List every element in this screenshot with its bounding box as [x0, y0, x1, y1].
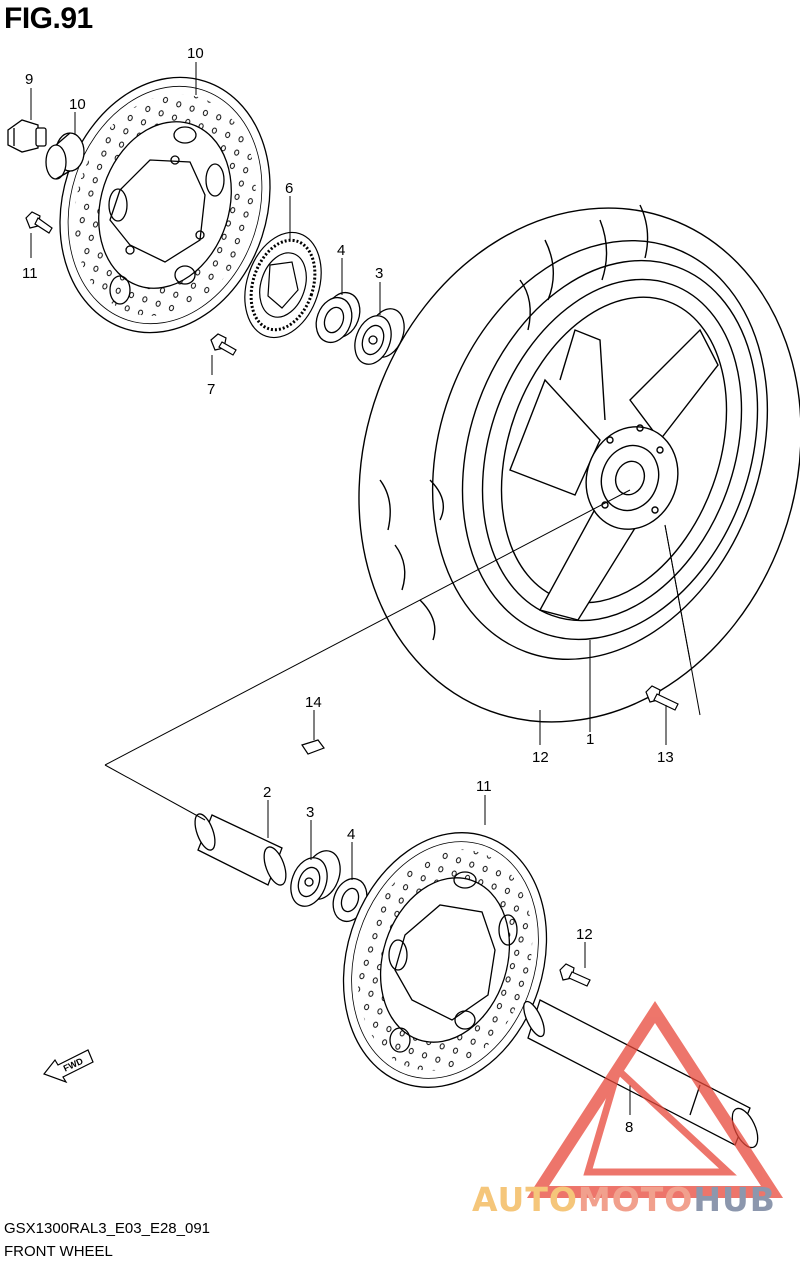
watermark-hub: HUB [693, 1180, 776, 1219]
watermark-logo [526, 1000, 784, 1198]
figure-code: GSX1300RAL3_E03_E28_091 [4, 1220, 211, 1237]
callout-label: 4 [337, 242, 345, 259]
watermark-wordmark: AUTOMOTOHUB [472, 1180, 776, 1219]
callout-label: 3 [306, 804, 314, 821]
axle-7 [523, 999, 759, 1149]
spacer-2 [194, 813, 287, 886]
balancer-14 [301, 739, 325, 755]
callout-label: 1 [586, 731, 594, 748]
oil-seal-4-lower [332, 877, 368, 923]
callout-label: 6 [285, 180, 293, 197]
valve-13 [645, 685, 679, 711]
callout-label: 2 [263, 784, 271, 801]
callout-label: 12 [532, 749, 549, 766]
watermark-auto: AUTO [472, 1180, 578, 1219]
sensor-ring-bolt-6 [210, 333, 237, 356]
callout-label: 11 [476, 778, 492, 795]
axle-bolt-8 [7, 119, 47, 153]
callout-label: 10 [69, 96, 86, 113]
callout-label: 12 [576, 926, 593, 943]
callout-label: 13 [657, 749, 674, 766]
bearing-3-upper [354, 308, 405, 365]
cap-9 [45, 132, 85, 180]
callout-label: 3 [375, 265, 383, 282]
callout-label: 7 [207, 381, 215, 398]
callout-numbers: 9 10 10 6 4 3 11 7 1 12 13 14 2 3 4 11 1… [22, 45, 674, 1136]
callout-label: 14 [305, 694, 322, 711]
callout-label: 9 [25, 71, 33, 88]
abs-sensor-ring-5 [244, 231, 322, 339]
fwd-arrow-icon: FWD [43, 1049, 94, 1084]
callout-label: 10 [187, 45, 204, 62]
callout-label: 8 [625, 1119, 633, 1136]
figure-caption: FRONT WHEEL [4, 1243, 113, 1260]
bearing-3-lower [290, 850, 341, 907]
callout-label: 11 [22, 265, 38, 282]
leader-lines [30, 62, 701, 1115]
disc-bolt-11-upper [25, 211, 53, 234]
disc-bolt-11-lower [559, 963, 591, 987]
brake-disc-lower [342, 832, 548, 1088]
brake-disc-upper [59, 76, 271, 334]
front-wheel-assembly [358, 204, 800, 723]
oil-seal-4-upper [315, 291, 361, 344]
callout-label: 4 [347, 826, 355, 843]
figure-title: FIG.91 [4, 2, 93, 35]
watermark-moto: MOTO [577, 1180, 694, 1219]
